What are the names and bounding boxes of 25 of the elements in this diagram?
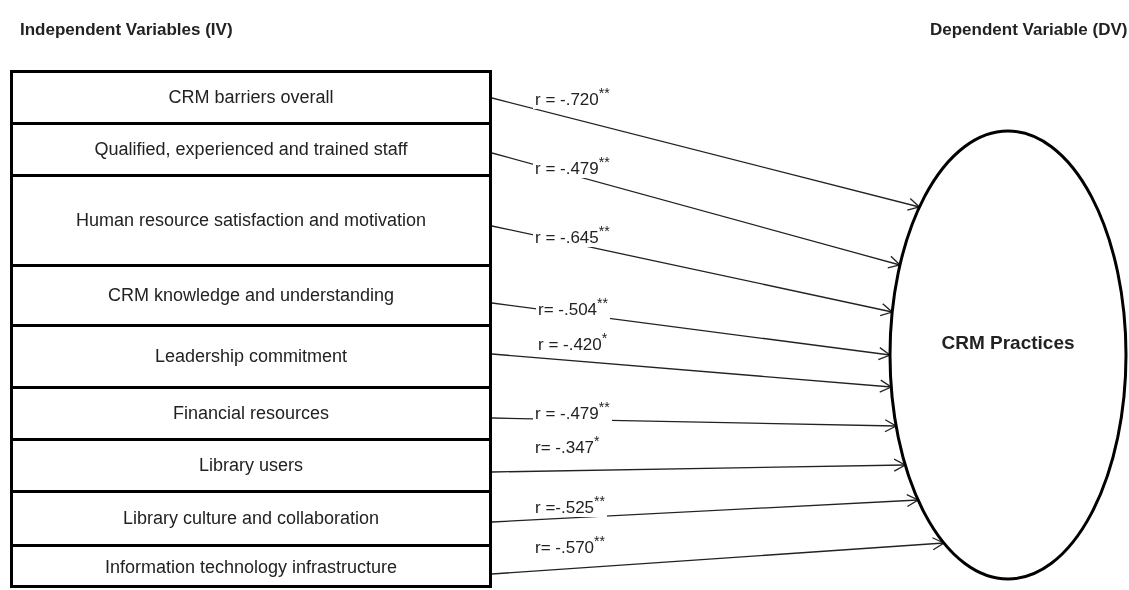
variable-label: Library culture and collaboration xyxy=(122,506,380,530)
correlation-label: r = -.479$^{**}$ xyxy=(533,155,612,179)
arrow xyxy=(491,353,892,393)
variable-label: Human resource satisfaction and motivation xyxy=(75,208,427,232)
variable-label: CRM knowledge and understanding xyxy=(107,283,395,307)
variable-label: Leadership commitment xyxy=(154,344,348,368)
arrow xyxy=(491,152,901,269)
correlation-label: r = -.645$^{**}$ xyxy=(533,224,612,248)
correlation-label: r= -.504$^{**}$ xyxy=(536,296,611,320)
variable-label: Library users xyxy=(198,453,303,477)
variable-list-box xyxy=(10,70,492,588)
correlation-label: r = -.479$^{**}$ xyxy=(533,400,612,424)
group-heading: Dependent Variable (DV) xyxy=(930,20,1128,40)
variable-label: CRM barriers overall xyxy=(168,85,334,109)
variable-label: Information technology infrastructure xyxy=(104,555,398,579)
arrow xyxy=(491,493,919,523)
correlation-label: r = -.720$^{**}$ xyxy=(533,86,612,110)
group-heading: Independent Variables (IV) xyxy=(20,20,233,40)
correlation-label: r =-.525$^{**}$ xyxy=(533,494,608,518)
variable-label: Qualified, experienced and trained staff xyxy=(94,137,408,161)
variable-label: Financial resources xyxy=(172,401,330,425)
arrow xyxy=(491,537,945,575)
arrow xyxy=(491,458,906,473)
arrow xyxy=(491,97,921,211)
dependent-variable-label: CRM Practices xyxy=(940,331,1076,355)
